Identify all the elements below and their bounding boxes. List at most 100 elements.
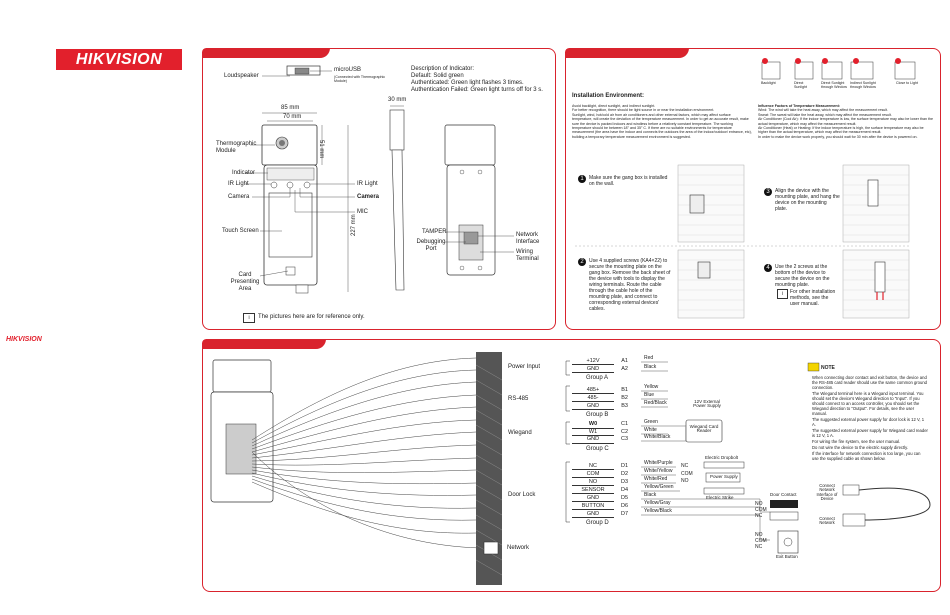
card-area-label: Card Presenting Area (230, 272, 260, 292)
wire-color-label: Yellow/Green (644, 484, 674, 490)
wiring-terminal-label: Wiring Terminal (516, 249, 539, 262)
panel-tab (565, 48, 689, 58)
light-icon-label: Direct Sunlight through Window (821, 81, 847, 90)
wire-color-label: Yellow/Black (644, 508, 672, 514)
brand-logo: HIKVISION (56, 49, 182, 70)
pin-row: 485+B1 (572, 386, 642, 394)
dim-70-label: 70 mm (283, 114, 302, 120)
step-1: 1 Make sure the gang box is installed on… (578, 175, 673, 187)
step-number: 2 (578, 258, 586, 266)
dim-85-label: 85 mm (281, 105, 300, 111)
pin-row: 485-B2 (572, 394, 642, 402)
panel-tab (202, 48, 330, 58)
wire-color-label: White/Yellow (644, 468, 673, 474)
ir-light-left-label: IR Light (228, 181, 249, 187)
rs485-label: RS-485 (508, 396, 529, 402)
env-title: Installation Environment: (572, 93, 645, 99)
tamper-label: TAMPER (422, 229, 447, 235)
appearance-panel (202, 48, 556, 330)
dim-30-label: 30 mm (388, 97, 407, 103)
info-icon: i (777, 289, 788, 299)
env-right-list: Influence Factors of Temperature Measure… (758, 104, 933, 139)
step-text: Make sure the gang box is installed on t… (589, 175, 668, 187)
power-supply-label: Power Supply (710, 474, 738, 479)
wire-color-label: Red/Black (644, 400, 667, 406)
wire-color-label: White/Purple (644, 460, 673, 466)
indicator-label: Indicator (232, 170, 256, 176)
wire-color-label: Black (644, 492, 657, 498)
panel-tab (202, 339, 326, 349)
step-number: 1 (578, 175, 586, 183)
door-contact-label: Door Contact (770, 492, 797, 497)
step4-note: i For other installation methods, see th… (777, 289, 839, 307)
wire-color-label: Red (644, 355, 654, 361)
indicator-description: Description of Indicator: Default: Solid… (411, 66, 543, 93)
light-icon-label: Indirect Sunlight through Window (850, 81, 876, 90)
dropbolt-label: Electric Dropbolt (705, 455, 739, 460)
exit-button-label: Exit Button (776, 554, 798, 559)
debug-port-label: Debugging Port (416, 239, 446, 252)
button-terminals: NO COM NC (755, 532, 767, 550)
info-icon: i (243, 313, 255, 323)
wire-color-label: White/Black (644, 434, 671, 440)
brand-logo-small: HIKVISION (6, 336, 42, 343)
microusb-label: microUSB (334, 67, 362, 73)
thermographic-label: Thermographic Module (216, 141, 257, 154)
light-icon-label: Close to Light (896, 81, 918, 85)
wire-color-label: Yellow/Gray (644, 500, 671, 506)
wire-color-label: Yellow (644, 384, 659, 390)
step-4: 4 Use the 2 screws at the bottom of the … (764, 264, 840, 288)
wiring-notes: When connecting door contact and exit bu… (812, 375, 928, 461)
network-label: Network (507, 545, 530, 551)
door-lock-label: Door Lock (508, 492, 536, 498)
env-left-list: Avoid backlight, direct sunlight, and in… (572, 104, 752, 139)
strike-label: Electric Strike (706, 495, 734, 500)
camera-right-label: Camera (357, 194, 380, 200)
lock-terminals: NC COM NO (681, 463, 693, 484)
wire-color-label: Black (644, 364, 657, 370)
step-number: 3 (764, 188, 772, 196)
wiring-panel (202, 339, 941, 592)
light-icon-label: Backlight (761, 81, 776, 85)
connect-device-label: Connect Network Interface of Device (816, 483, 838, 502)
wiegand-label: Wiegand (508, 430, 532, 436)
reference-note: The pictures here are for reference only… (258, 314, 365, 320)
wire-color-label: Blue (644, 392, 655, 398)
note-title: NOTE (821, 365, 835, 371)
step-text: Use the 2 screws at the bottom of the de… (775, 264, 830, 288)
connect-network-label: Connect Network (819, 516, 835, 526)
wire-color-label: White/Red (644, 476, 668, 482)
light-icon-label: Direct Sunlight (794, 81, 807, 90)
wire-color-label: White (644, 427, 657, 433)
external-power-label: 12V External Power Supply (693, 399, 721, 409)
step-number: 4 (764, 264, 772, 272)
wire-color-label: Green (644, 419, 658, 425)
wiegand-reader-label: Wiegand Card Reader (689, 424, 719, 434)
step-2: 2 Use 4 supplied screws (KA4×22) to secu… (578, 258, 673, 312)
step-3: 3 Align the device with the mounting pla… (764, 188, 840, 212)
step-text: Align the device with the mounting plate… (775, 188, 840, 212)
step-text: Use 4 supplied screws (KA4×22) to secure… (589, 258, 671, 312)
strike-terminals: NO COM NC (755, 501, 767, 519)
network-interface-label: Network Interface (516, 232, 540, 245)
